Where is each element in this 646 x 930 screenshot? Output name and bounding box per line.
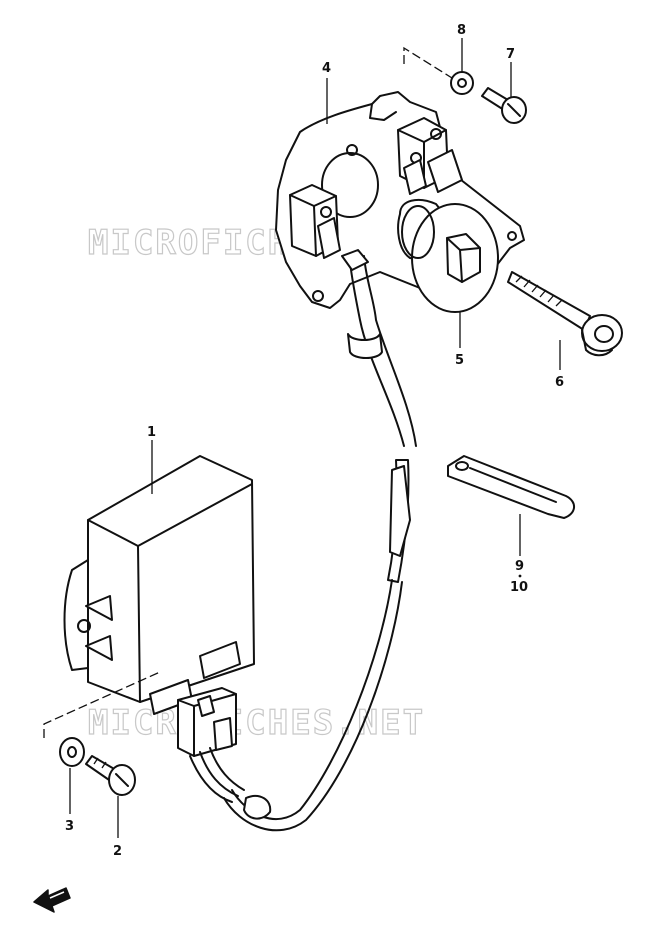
plate-washer[interactable] (450, 71, 474, 95)
rotor[interactable] (397, 198, 499, 313)
callout-separator-dot (518, 574, 522, 578)
igniter-washer[interactable] (59, 737, 85, 767)
igniter-unit[interactable] (63, 455, 255, 715)
callout-4: 4 (322, 61, 331, 76)
callout-9: 9 (515, 559, 524, 574)
callout-2: 2 (113, 844, 122, 859)
igniter-connector[interactable] (177, 687, 245, 803)
pickup-coil-right[interactable] (397, 117, 463, 195)
pickup-coil-left[interactable] (289, 184, 341, 259)
wire-clamp[interactable] (447, 455, 575, 519)
callout-3: 3 (65, 819, 74, 834)
callout-6: 6 (555, 375, 564, 390)
rotor-bolt[interactable] (507, 271, 623, 357)
leader-lines (69, 38, 561, 838)
callout-10: 10 (510, 580, 528, 595)
plate-screw[interactable] (481, 87, 527, 124)
watermark-bottom: MICROFICHES.NET (88, 703, 425, 743)
igniter-screw[interactable] (85, 755, 136, 796)
callout-8: 8 (457, 23, 466, 38)
wire-harness[interactable] (223, 249, 417, 832)
callout-7: 7 (506, 47, 515, 62)
front-direction-arrow-icon (33, 887, 71, 913)
callout-1: 1 (147, 425, 156, 440)
callout-5: 5 (455, 353, 464, 368)
